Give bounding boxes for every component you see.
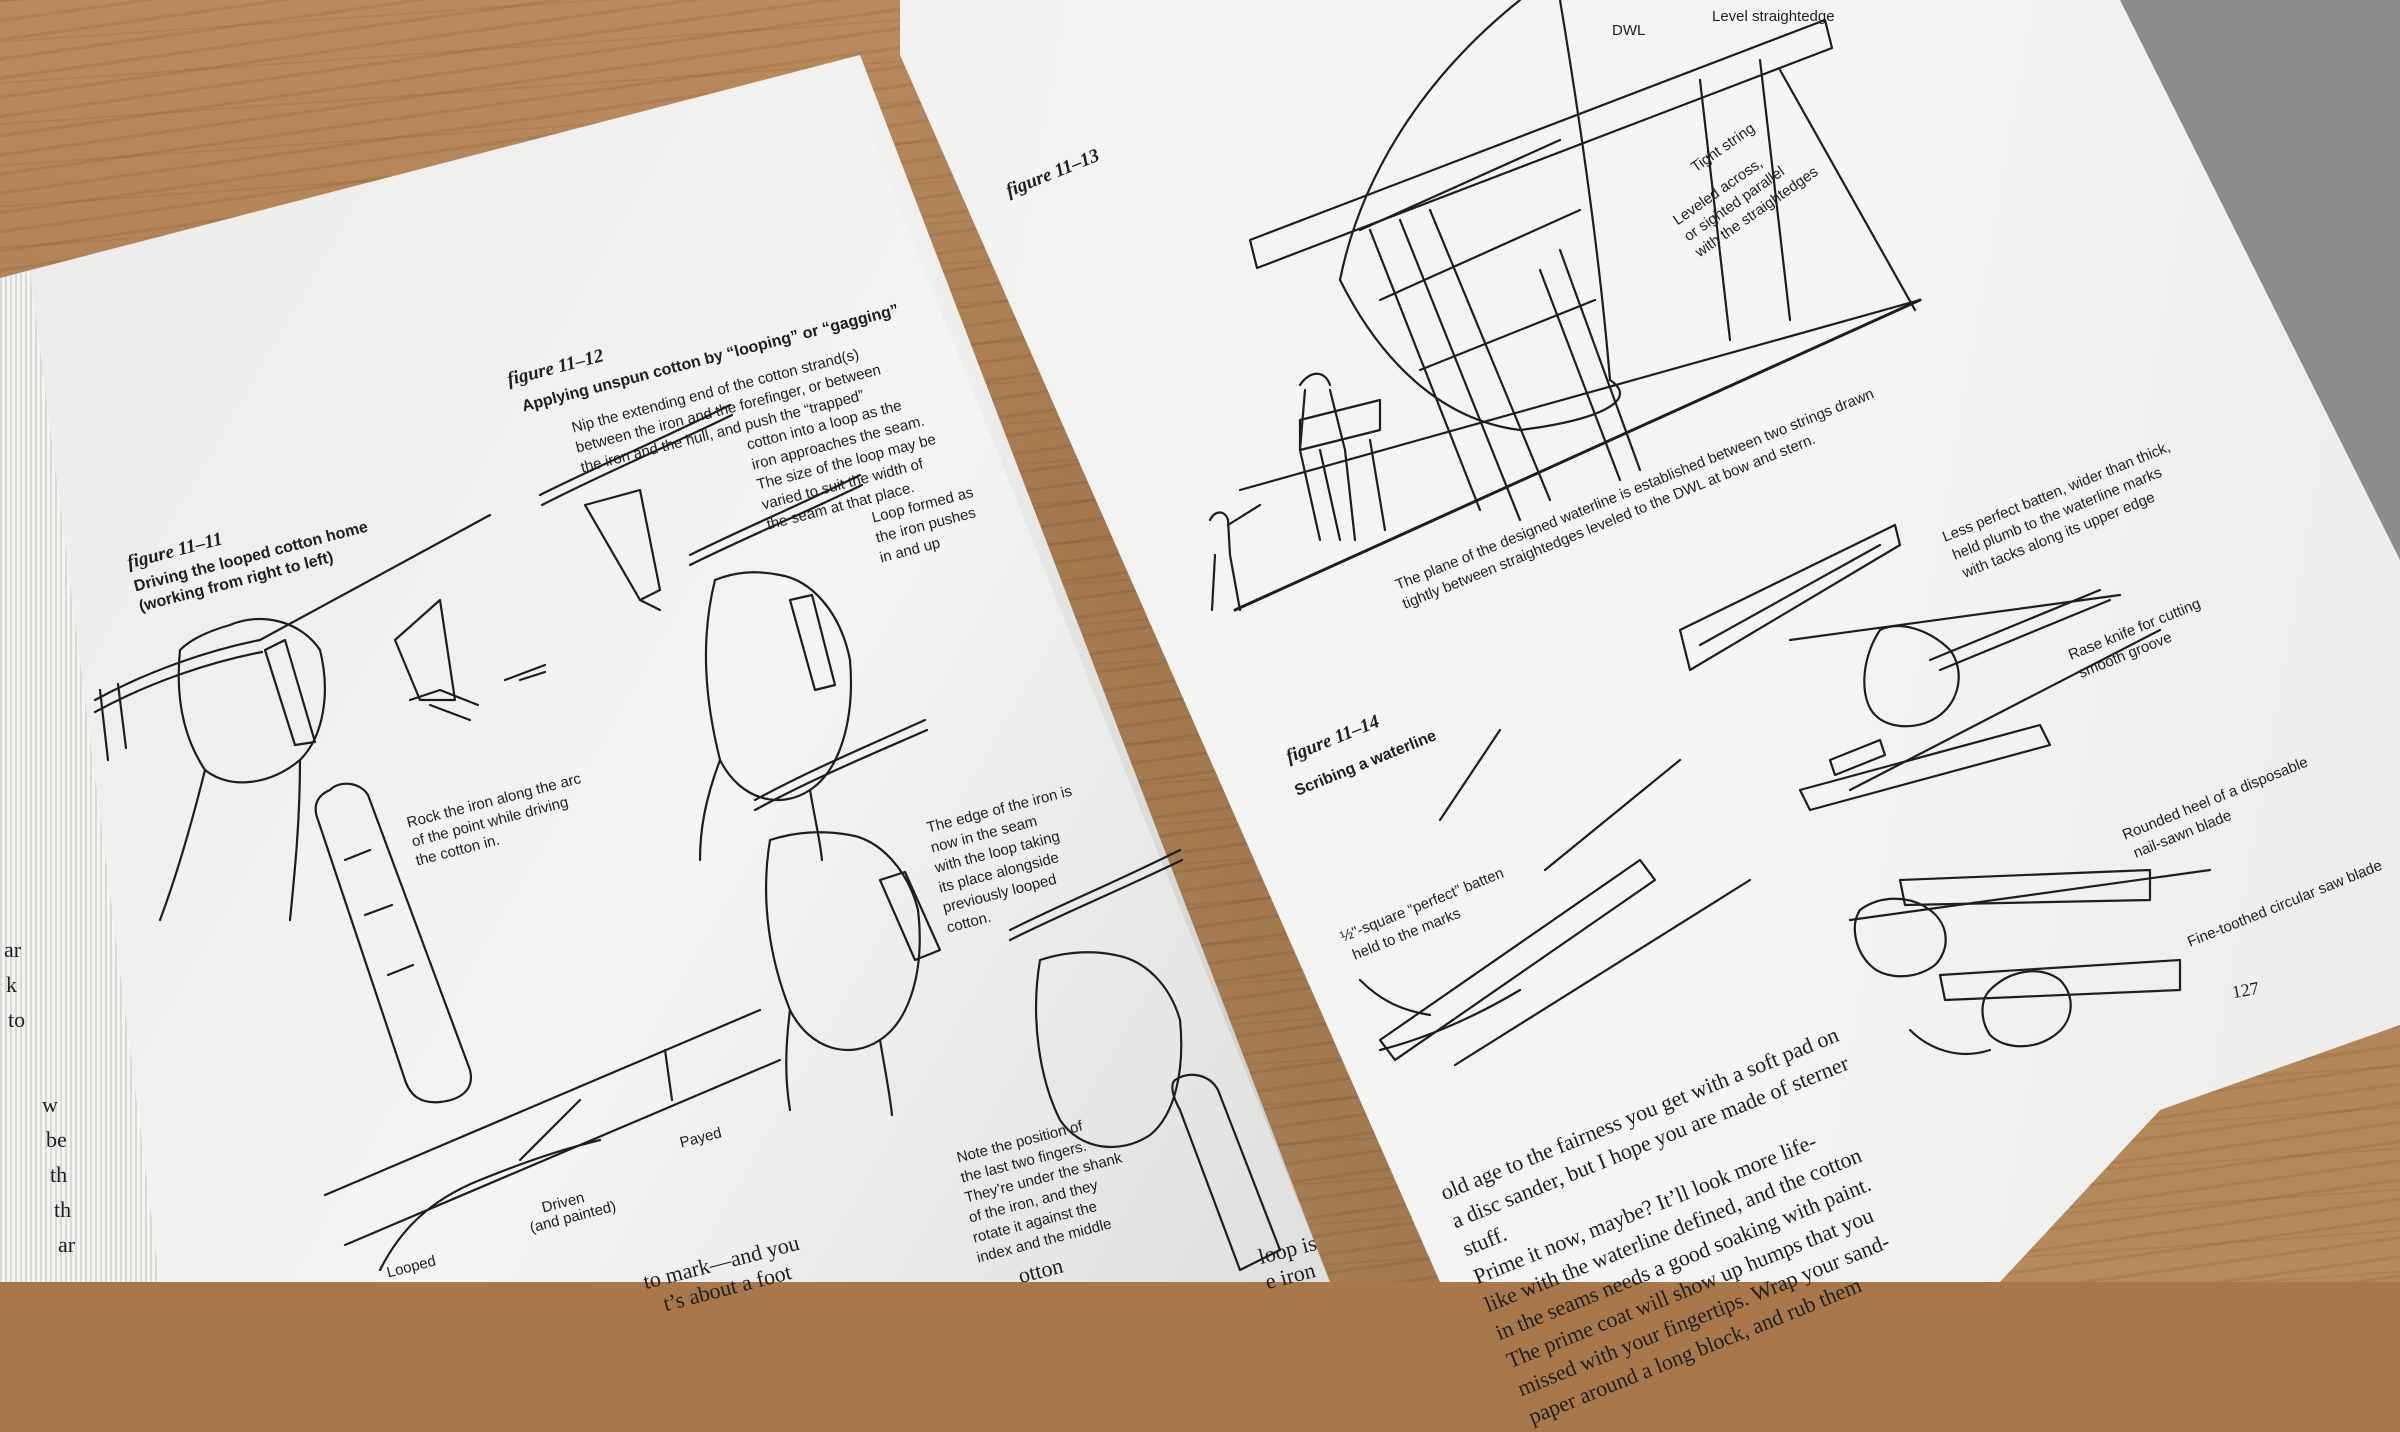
fig-11-13-drawing: [1208, 0, 1922, 612]
margin-letters-4: w: [42, 1092, 58, 1117]
margin-letters-6: th: [50, 1162, 68, 1187]
gutter-shadow: [840, 55, 1440, 1282]
margin-letters-7: th: [54, 1197, 72, 1222]
margin-letters-5: be: [46, 1127, 67, 1152]
fig-11-14-drawing: [1358, 523, 2212, 1067]
margin-letters-3: to: [8, 1007, 26, 1032]
margin-letters-1: ar: [4, 937, 22, 962]
seam-stages-drawing: [323, 1008, 782, 1272]
label-level-straightedge: Level straightedge: [1712, 8, 1835, 25]
margin-letters-2: k: [6, 972, 17, 997]
label-dwl: DWL: [1612, 22, 1646, 39]
fig-11-12-drawing: [538, 403, 1282, 1272]
fig-11-11-drawing: [93, 513, 547, 1104]
illustrations: [93, 0, 2212, 1282]
margin-letters-8: ar: [58, 1232, 76, 1257]
